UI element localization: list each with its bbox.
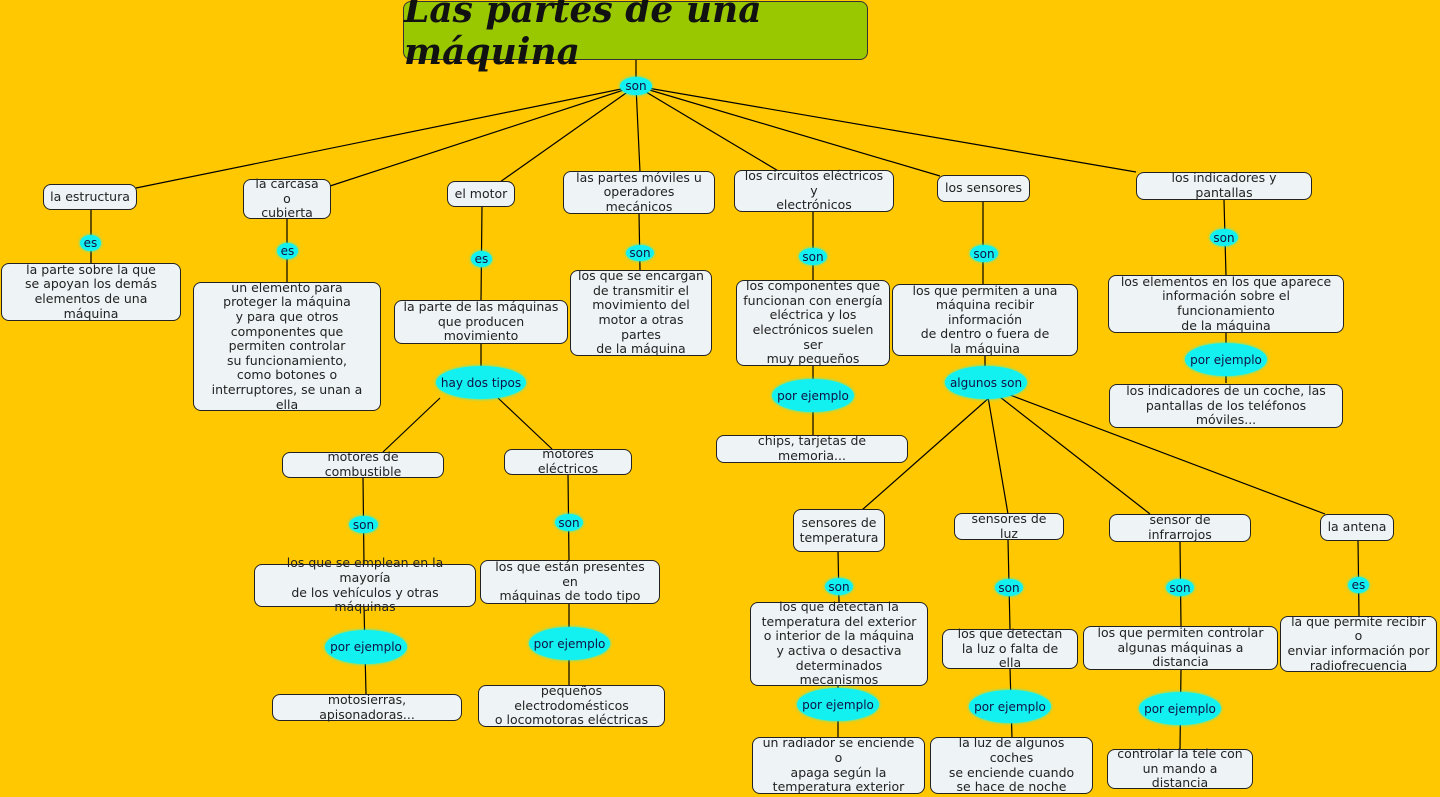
node-sensores[interactable]: los sensores bbox=[937, 175, 1030, 202]
link-por-ejemplo-indicadores: por ejemplo bbox=[1185, 343, 1267, 376]
node-estructura[interactable]: la estructura bbox=[43, 184, 137, 210]
link-son-indicadores: son bbox=[1210, 229, 1238, 246]
node-moviles[interactable]: las partes móviles u operadores mecánico… bbox=[563, 170, 715, 214]
node-carcasa[interactable]: la carcasa o cubierta bbox=[243, 176, 331, 220]
node-infrarrojos-def[interactable]: los que permiten controlar algunas máqui… bbox=[1083, 625, 1278, 670]
node-infrarrojos[interactable]: sensor de infrarrojos bbox=[1109, 513, 1251, 542]
link-por-ejemplo-circuitos: por ejemplo bbox=[772, 379, 854, 412]
node-infrarrojos-ej[interactable]: controlar la tele con un mando a distanc… bbox=[1107, 746, 1253, 790]
node-carcasa-def[interactable]: un elemento para proteger la máquina y p… bbox=[193, 280, 381, 411]
node-estructura-def[interactable]: la parte sobre la que se apoyan los demá… bbox=[1, 262, 181, 321]
node-sensores-def[interactable]: los que permiten a una máquina recibir i… bbox=[892, 283, 1078, 356]
link-por-ejemplo-temperatura: por ejemplo bbox=[797, 688, 879, 721]
link-son-root: son bbox=[620, 77, 652, 95]
link-son-luz: son bbox=[995, 579, 1023, 596]
node-circuitos[interactable]: los circuitos eléctricos y electrónicos bbox=[734, 168, 894, 212]
link-es-carcasa: es bbox=[277, 243, 298, 259]
node-electricos[interactable]: motores eléctricos bbox=[504, 447, 632, 476]
link-son-temperatura: son bbox=[825, 578, 853, 595]
node-indicadores-def[interactable]: los elementos en los que aparece informa… bbox=[1108, 274, 1344, 333]
link-por-ejemplo-luz: por ejemplo bbox=[969, 690, 1051, 723]
map-title: Las partes de una máquina bbox=[403, 0, 868, 73]
link-son-electricos: son bbox=[555, 514, 583, 531]
node-antena[interactable]: la antena bbox=[1320, 514, 1394, 541]
node-indicadores[interactable]: los indicadores y pantallas bbox=[1136, 171, 1312, 200]
node-antena-def[interactable]: la que permite recibir o enviar informac… bbox=[1280, 614, 1437, 672]
node-temperatura-ej[interactable]: un radiador se enciende o apaga según la… bbox=[752, 736, 925, 794]
node-indicadores-ej[interactable]: los indicadores de un coche, las pantall… bbox=[1109, 383, 1343, 428]
link-es-estructura: es bbox=[80, 235, 101, 251]
link-son-sensores: son bbox=[970, 245, 998, 262]
link-son-circuitos: son bbox=[799, 248, 827, 265]
link-son-infrarrojos: son bbox=[1166, 579, 1194, 596]
node-motor-def[interactable]: la parte de las máquinas que producen mo… bbox=[394, 299, 568, 344]
node-luz-ej[interactable]: la luz de algunos coches se enciende cua… bbox=[930, 736, 1093, 794]
node-circuitos-ej[interactable]: chips, tarjetas de memoria... bbox=[716, 434, 908, 463]
link-es-motor: es bbox=[471, 251, 492, 267]
link-por-ejemplo-combustible: por ejemplo bbox=[325, 630, 407, 664]
node-combustible-ej[interactable]: motosierras, apisonadoras... bbox=[272, 692, 462, 721]
node-luz-def[interactable]: los que detectan la luz o falta de ella bbox=[942, 626, 1078, 670]
node-circuitos-def[interactable]: los componentes que funcionan con energí… bbox=[736, 278, 890, 366]
node-combustible-def[interactable]: los que se emplean en la mayoría de los … bbox=[254, 556, 476, 614]
link-son-moviles: son bbox=[626, 245, 654, 261]
link-algunos-son: algunos son bbox=[945, 366, 1027, 399]
link-es-antena: es bbox=[1348, 577, 1369, 593]
node-luz[interactable]: sensores de luz bbox=[954, 511, 1064, 540]
node-moviles-def[interactable]: los que se encargan de transmitir el mov… bbox=[570, 268, 712, 356]
node-electricos-def[interactable]: los que están presentes en máquinas de t… bbox=[480, 559, 660, 604]
link-por-ejemplo-electricos: por ejemplo bbox=[529, 627, 610, 660]
node-combustible[interactable]: motores de combustible bbox=[282, 450, 444, 479]
link-son-combustible: son bbox=[349, 516, 378, 533]
link-por-ejemplo-infrarrojos: por ejemplo bbox=[1139, 692, 1221, 725]
node-electricos-ej[interactable]: pequeños electrodomésticos o locomotoras… bbox=[478, 683, 665, 727]
link-hay-dos-tipos: hay dos tipos bbox=[436, 366, 526, 399]
node-motor[interactable]: el motor bbox=[447, 181, 515, 207]
node-temperatura[interactable]: sensores de temperatura bbox=[793, 509, 885, 552]
node-temperatura-def[interactable]: los que detectan la temperatura del exte… bbox=[750, 599, 928, 687]
